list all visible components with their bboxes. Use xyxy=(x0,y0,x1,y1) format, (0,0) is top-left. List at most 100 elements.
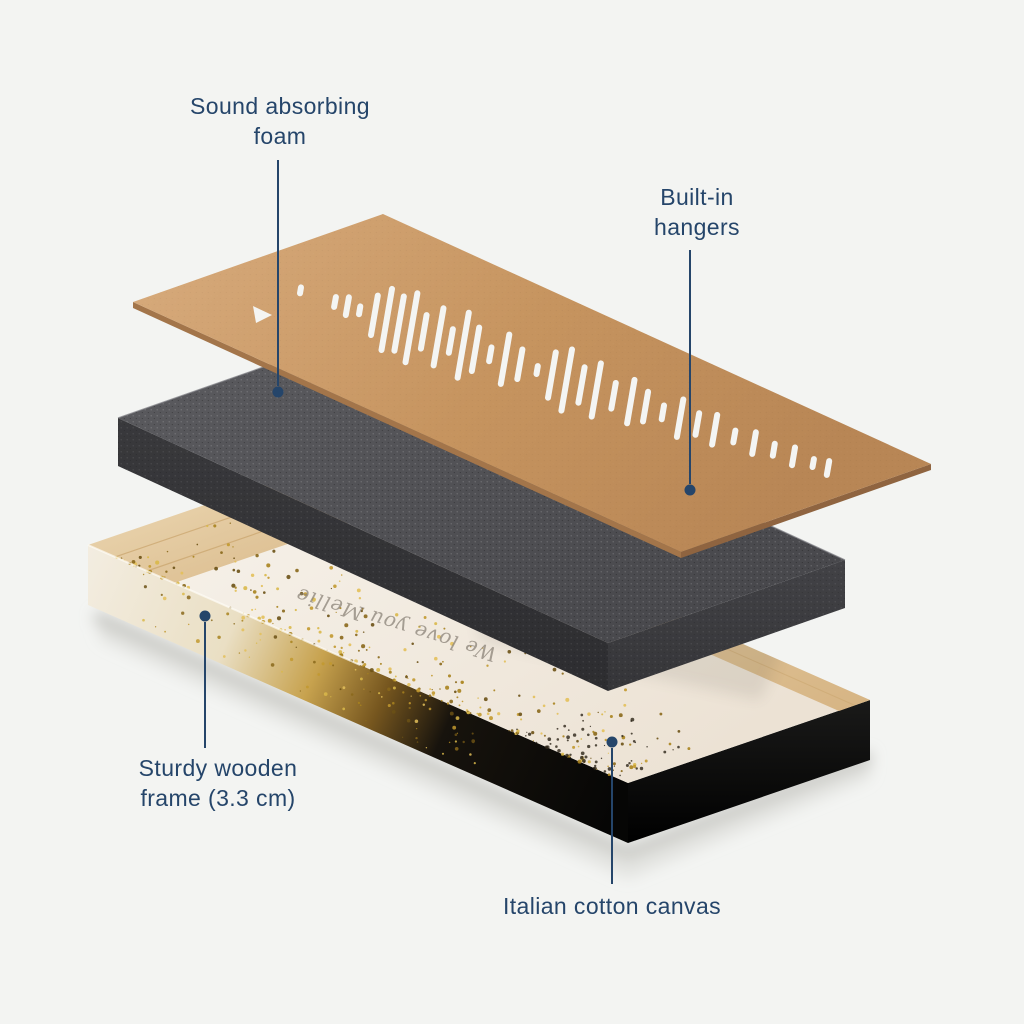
glitter-dot xyxy=(532,695,536,699)
glitter-dot xyxy=(363,614,368,619)
glitter-dot xyxy=(365,720,367,722)
glitter-dot xyxy=(355,629,359,633)
glitter-dot xyxy=(603,744,606,747)
glitter-dot xyxy=(613,765,616,767)
glitter-dot xyxy=(677,745,680,749)
glitter-dot xyxy=(503,660,507,663)
glitter-dot xyxy=(555,745,558,748)
glitter-dot xyxy=(363,688,365,690)
glitter-dot xyxy=(439,662,443,666)
glitter-dot xyxy=(516,728,518,731)
glitter-dot xyxy=(566,735,570,740)
soundwave-slot xyxy=(545,349,559,401)
glitter-dot xyxy=(556,727,559,730)
glitter-dot xyxy=(587,712,591,716)
glitter-dot xyxy=(460,680,464,685)
glitter-dot xyxy=(357,701,361,705)
glitter-dot xyxy=(276,587,280,591)
glitter-dot xyxy=(147,556,150,559)
glitter-dot xyxy=(535,741,538,744)
soundwave-slot xyxy=(575,364,588,406)
glitter-dot xyxy=(446,702,450,705)
glitter-dot xyxy=(431,691,436,695)
glitter-dot xyxy=(416,688,421,693)
glitter-dot xyxy=(192,555,195,558)
glitter-dot xyxy=(407,682,411,687)
soundwave-slot xyxy=(486,344,495,365)
glitter-dot xyxy=(254,608,257,611)
glitter-dot xyxy=(323,692,328,696)
glitter-dot xyxy=(164,576,166,578)
glitter-dot xyxy=(339,607,342,610)
glitter-dot xyxy=(333,645,337,649)
glitter-dot xyxy=(143,585,147,589)
glitter-dot xyxy=(604,711,606,713)
glitter-dot xyxy=(456,696,459,699)
glitter-dot xyxy=(593,731,598,736)
glitter-dot xyxy=(663,750,667,754)
canvas-edge-highlight xyxy=(87,544,361,666)
glitter-dot xyxy=(544,745,549,749)
glitter-dot xyxy=(425,746,428,749)
glitter-dot xyxy=(632,739,636,743)
glitter-dot xyxy=(361,660,365,664)
glitter-dot xyxy=(154,626,157,628)
glitter-dot xyxy=(632,764,637,769)
glitter-dot xyxy=(356,588,361,593)
glitter-dot xyxy=(414,719,419,724)
glitter-dot xyxy=(434,622,438,626)
board-front-edge xyxy=(133,302,681,558)
glitter-dot xyxy=(569,756,572,759)
glitter-dot xyxy=(576,739,579,743)
label-sound-absorbing-foam: Sound absorbing foam xyxy=(190,93,370,149)
glitter-dot xyxy=(350,693,354,696)
glitter-dot xyxy=(454,681,458,684)
backing-board-layer xyxy=(133,214,931,558)
glitter-dot xyxy=(321,662,325,666)
glitter-dot xyxy=(252,590,257,594)
glitter-dot xyxy=(391,710,396,714)
glitter-dot xyxy=(357,649,360,652)
glitter-dot xyxy=(342,707,346,711)
glitter-dot xyxy=(295,568,299,573)
glitter-dot xyxy=(672,749,674,751)
soundwave-slot xyxy=(588,360,604,420)
soundwave-slot xyxy=(402,290,421,366)
glitter-dot xyxy=(607,752,610,754)
glitter-dot xyxy=(590,757,592,759)
glitter-dot xyxy=(640,762,643,765)
glitter-dot xyxy=(406,718,411,723)
glitter-dot xyxy=(601,713,604,716)
glitter-dot xyxy=(243,586,248,591)
glitter-dot xyxy=(365,648,368,651)
ground-shadow-outer xyxy=(98,620,872,880)
glitter-dot xyxy=(621,734,624,738)
soundwave-slot xyxy=(417,312,430,352)
glitter-dot xyxy=(486,712,490,716)
glitter-dot xyxy=(477,712,482,717)
glitter-dot xyxy=(210,619,213,622)
glitter-dot xyxy=(272,549,276,553)
glitter-dot xyxy=(416,661,419,664)
glitter-dot xyxy=(687,747,691,751)
soundwave-slot xyxy=(608,380,619,412)
glitter-dot xyxy=(317,627,320,630)
glitter-dot xyxy=(359,677,363,681)
glitter-dot xyxy=(339,688,342,691)
canvas-front-face xyxy=(88,545,628,843)
foam-right-texture xyxy=(608,560,845,691)
glitter-dot xyxy=(429,688,432,691)
glitter-dot xyxy=(270,663,275,667)
glitter-dot xyxy=(467,710,469,712)
soundwave-slot xyxy=(789,444,798,469)
glitter-dot xyxy=(394,679,397,682)
glitter-dot xyxy=(276,605,279,608)
glitter-dot xyxy=(442,660,444,663)
glitter-dot xyxy=(486,664,489,667)
glitter-dot xyxy=(565,753,569,758)
glitter-dot xyxy=(454,733,458,737)
glitter-dot xyxy=(556,738,560,741)
glitter-dot xyxy=(566,739,569,742)
